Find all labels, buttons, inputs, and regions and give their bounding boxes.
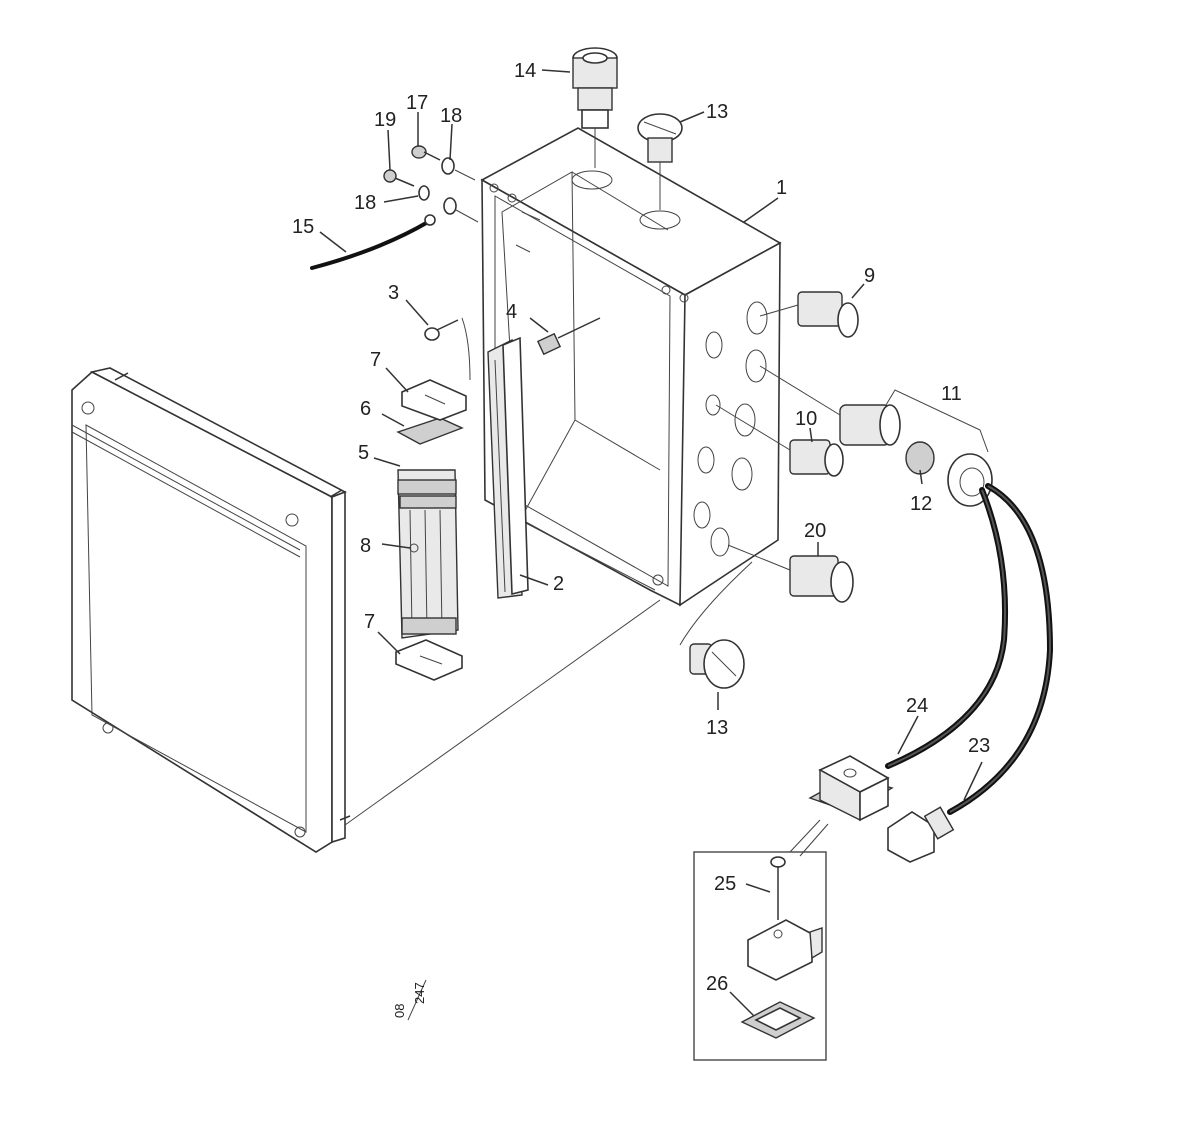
ground-wire-15 — [310, 214, 436, 270]
callout-19: 19 — [374, 109, 396, 131]
assembly-line — [344, 599, 661, 826]
cover-lid — [71, 367, 351, 853]
cable-gland-9 — [759, 291, 859, 338]
ground-bolt-4 — [536, 317, 601, 356]
cable-gland-20 — [727, 544, 854, 603]
plug-13-bottom — [679, 561, 753, 689]
bracket-11 — [885, 389, 989, 453]
din-rail — [487, 336, 529, 599]
callout-12: 12 — [910, 493, 932, 515]
drawing-ref-den: 247 — [412, 982, 427, 1004]
callout-7-upper: 7 — [370, 349, 381, 371]
cable-gland-11 — [759, 365, 993, 507]
callout-2: 2 — [553, 573, 564, 595]
screw-3 — [424, 317, 471, 381]
callout-labels: 1 2 3 4 5 6 7 7 8 9 10 11 12 13 13 14 15… — [292, 60, 990, 995]
callout-24: 24 — [906, 695, 928, 717]
screw-17 — [411, 145, 441, 161]
washer-18b — [418, 185, 479, 223]
callout-8: 8 — [360, 535, 371, 557]
connector-24 — [789, 755, 894, 857]
screw-19 — [383, 169, 415, 187]
callout-13-bottom: 13 — [706, 717, 728, 739]
callout-10: 10 — [795, 408, 817, 430]
callout-26: 26 — [706, 973, 728, 995]
connector-23 — [887, 806, 955, 863]
cable-23 — [947, 483, 1054, 815]
drawing-ref-num: 08 — [392, 1004, 407, 1018]
detail-box — [693, 851, 827, 1061]
plug-13-top — [637, 113, 683, 210]
leader-lines — [319, 69, 983, 1017]
end-clamp-lower — [395, 639, 463, 681]
callout-11: 11 — [941, 383, 962, 405]
cable-24 — [885, 487, 1009, 769]
terminal-block — [397, 469, 459, 639]
callout-14: 14 — [514, 60, 536, 82]
callout-13-top: 13 — [706, 101, 728, 123]
housing-box — [480, 127, 782, 607]
callout-15: 15 — [292, 216, 314, 238]
drawing-reference: 08 247 — [392, 979, 427, 1021]
callout-9: 9 — [864, 265, 875, 287]
callout-7-lower: 7 — [364, 611, 375, 633]
callout-23: 23 — [968, 735, 990, 757]
callout-5: 5 — [358, 442, 369, 464]
callout-18-upper: 18 — [440, 105, 462, 127]
callout-20: 20 — [804, 520, 826, 542]
callout-3: 3 — [388, 282, 399, 304]
cable-gland-14 — [572, 47, 618, 168]
callout-17: 17 — [406, 92, 428, 114]
callout-1: 1 — [776, 177, 787, 199]
callout-4: 4 — [506, 301, 517, 323]
callout-25: 25 — [714, 873, 736, 895]
callout-18-lower: 18 — [354, 192, 376, 214]
cable-gland-10 — [715, 404, 844, 477]
callout-6: 6 — [360, 398, 371, 420]
end-plate — [396, 417, 464, 445]
washer-18a — [441, 157, 476, 181]
end-clamp-upper — [401, 379, 467, 421]
